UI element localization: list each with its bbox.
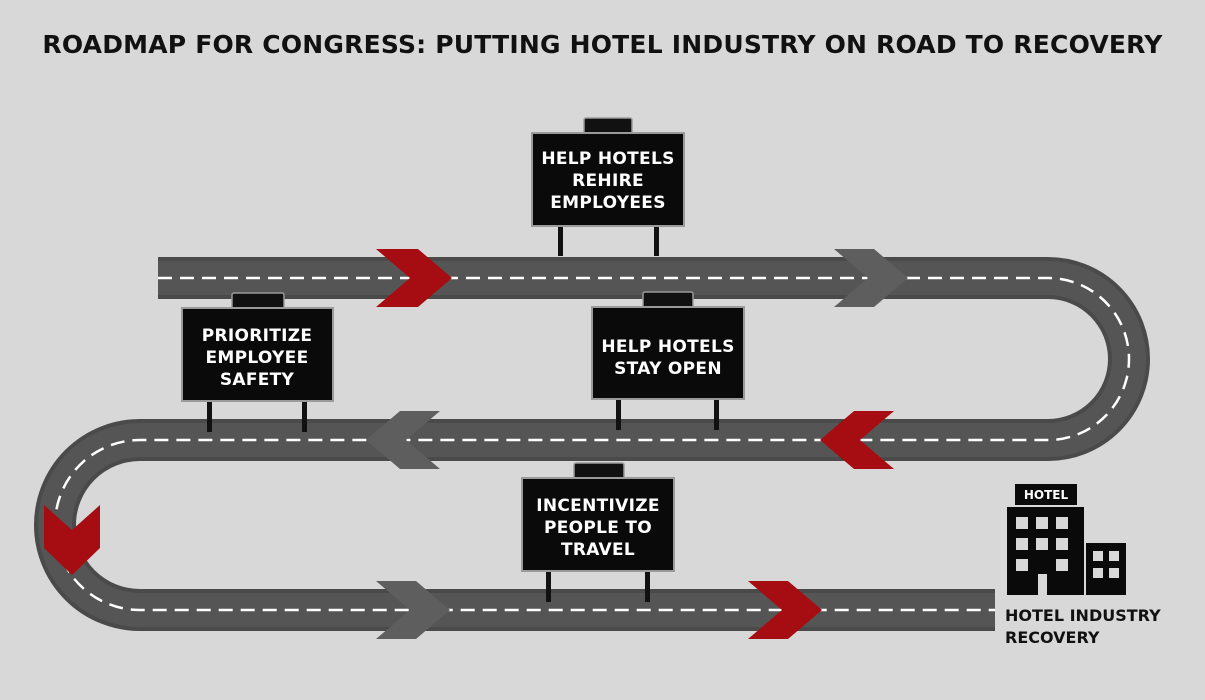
sign-safety-line-1: PRIORITIZE xyxy=(202,326,313,346)
sign-stay-open: HELP HOTELS STAY OPEN xyxy=(591,291,745,430)
arrow-gray-middle xyxy=(366,411,440,469)
sign-employee-safety: PRIORITIZE EMPLOYEE SAFETY xyxy=(181,292,334,432)
direction-arrows xyxy=(44,249,908,639)
hotel-sign-label: HOTEL xyxy=(1024,488,1069,502)
arrow-red-middle xyxy=(820,411,894,469)
arrow-red-curve xyxy=(44,505,100,575)
diagram-title: ROADMAP FOR CONGRESS: PUTTING HOTEL INDU… xyxy=(42,30,1163,59)
sign-travel-line-2: PEOPLE TO xyxy=(544,518,652,538)
destination-label-line-1: HOTEL INDUSTRY xyxy=(1005,606,1161,625)
sign-safety-line-2: EMPLOYEE xyxy=(206,348,309,368)
sign-safety-line-3: SAFETY xyxy=(220,370,295,390)
arrow-gray-top xyxy=(834,249,908,307)
destination-label-line-2: RECOVERY xyxy=(1005,628,1100,647)
arrow-red-bottom xyxy=(748,581,822,639)
sign-stay-open-line-1: HELP HOTELS xyxy=(601,337,734,357)
arrow-gray-bottom xyxy=(376,581,450,639)
sign-rehire-line-2: REHIRE xyxy=(572,171,644,191)
sign-incentivize-travel: INCENTIVIZE PEOPLE TO TRAVEL xyxy=(521,462,675,602)
road xyxy=(34,257,1150,631)
hotel-building-icon: HOTEL xyxy=(1007,484,1126,595)
sign-rehire-line-3: EMPLOYEES xyxy=(550,193,666,213)
sign-stay-open-line-2: STAY OPEN xyxy=(614,359,722,379)
sign-travel-line-1: INCENTIVIZE xyxy=(536,496,660,516)
sign-rehire-line-1: HELP HOTELS xyxy=(541,149,674,169)
arrow-red-top xyxy=(376,249,452,307)
road-center-dashes xyxy=(53,276,1131,612)
sign-travel-line-3: TRAVEL xyxy=(561,540,635,560)
sign-rehire-employees: HELP HOTELS REHIRE EMPLOYEES xyxy=(531,117,685,256)
